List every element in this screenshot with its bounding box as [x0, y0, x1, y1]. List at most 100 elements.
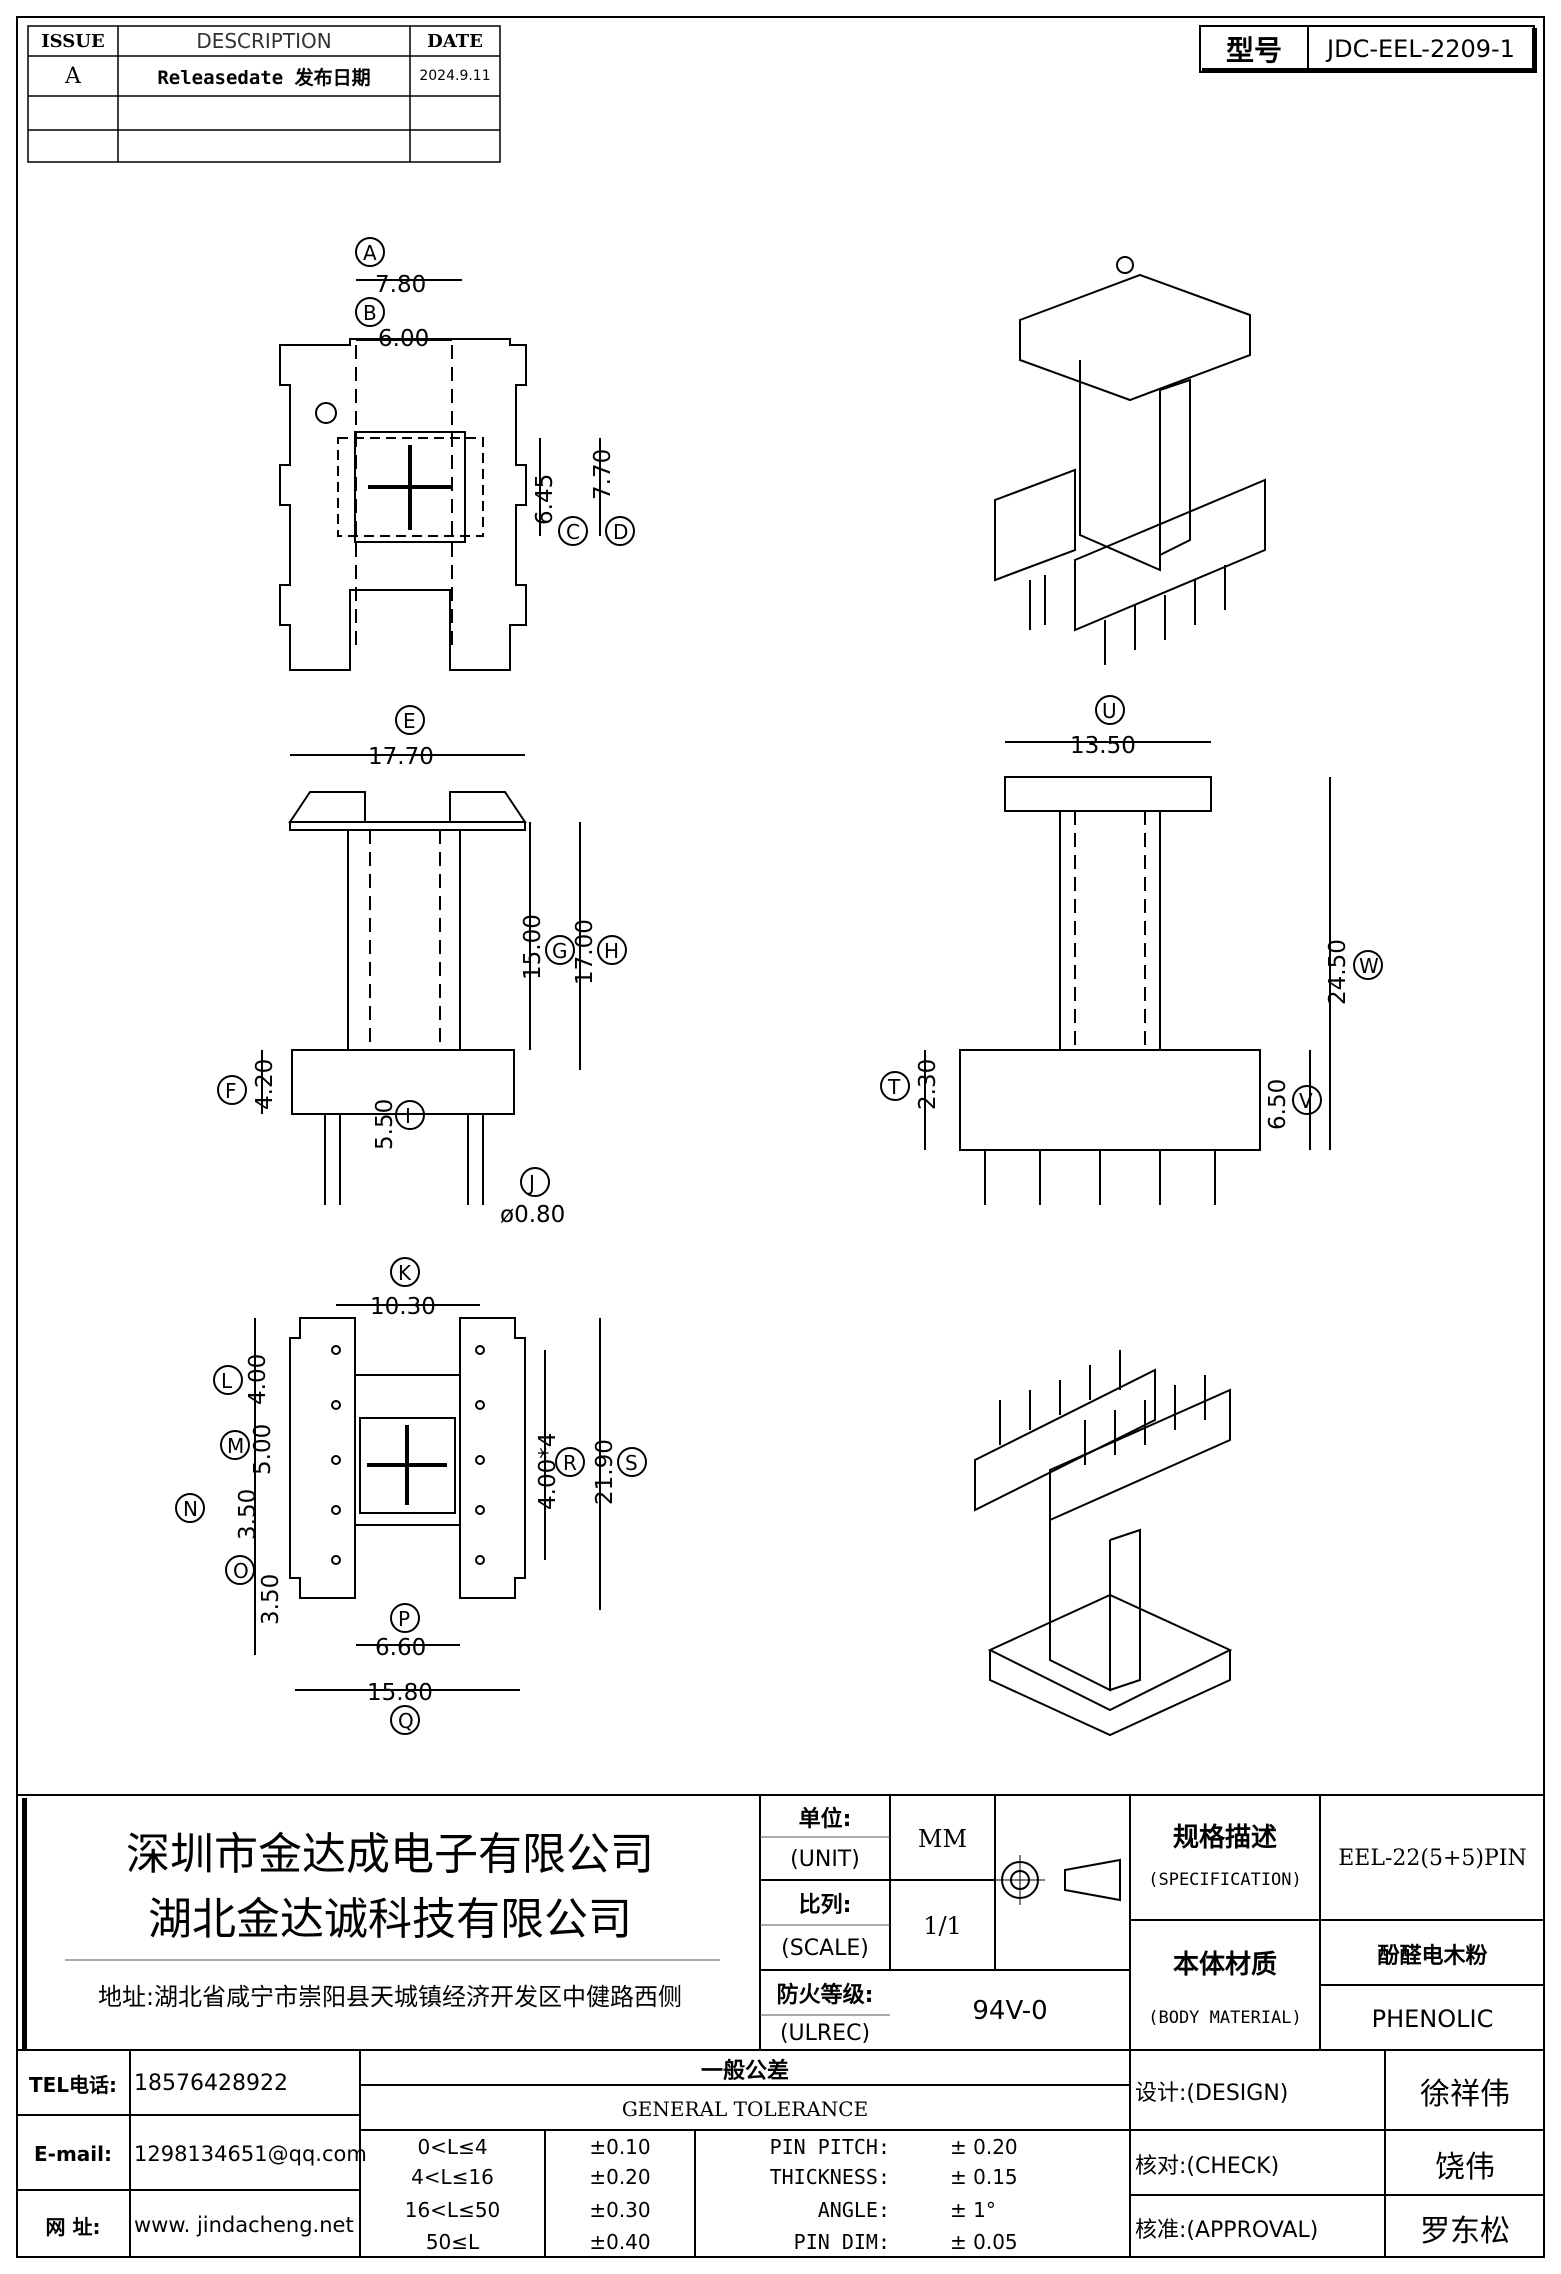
- check-name: 饶伟: [1435, 2149, 1495, 2185]
- rev-header-issue: ISSUE: [41, 30, 105, 52]
- dim-i: 5.50: [372, 1099, 398, 1150]
- dim-e-label: E: [403, 709, 416, 733]
- dim-f-label: F: [225, 1079, 237, 1103]
- dim-l: 4.00: [245, 1354, 271, 1405]
- unit-label-en: (UNIT): [790, 1846, 860, 1872]
- dim-v-label: V: [1299, 1089, 1313, 1113]
- dim-g: 15.00: [520, 914, 546, 980]
- rev-description-a: Releasedate 发布日期: [157, 66, 371, 89]
- design-label: 设计:(DESIGN): [1135, 2081, 1289, 2106]
- special-name-1: PIN PITCH:: [769, 2135, 890, 2159]
- dim-b: 6.00: [378, 326, 429, 352]
- material-label-en: (BODY MATERIAL): [1148, 2007, 1302, 2028]
- dim-s-label: S: [625, 1451, 638, 1475]
- dim-k: 10.30: [370, 1294, 436, 1320]
- special-name-4: PIN DIM:: [793, 2230, 890, 2254]
- approval-label: 核准:(APPROVAL): [1135, 2217, 1319, 2243]
- special-value-1: ± 0.20: [950, 2135, 1018, 2159]
- dim-c-label: C: [566, 520, 580, 544]
- view-top-1: [279, 237, 635, 671]
- spec-label-cn: 规格描述: [1172, 1822, 1277, 1853]
- dim-r-label: R: [563, 1451, 577, 1475]
- dim-q: 15.80: [367, 1680, 433, 1706]
- tolerance-value-2: ±0.20: [589, 2165, 651, 2189]
- tolerance-value-4: ±0.40: [589, 2230, 651, 2254]
- scale-label-en: (SCALE): [781, 1935, 869, 1961]
- tolerance-value-3: ±0.30: [589, 2198, 651, 2222]
- flame-label-cn: 防火等级:: [776, 1983, 874, 2008]
- view-bottom: [175, 1257, 647, 1735]
- web-label: 网 址:: [45, 2214, 101, 2239]
- dim-r: 4.00*4: [535, 1433, 561, 1510]
- unit-value: MM: [917, 1824, 968, 1853]
- dim-a-label: A: [363, 241, 377, 265]
- rev-header-date: DATE: [427, 30, 483, 52]
- dim-g-label: G: [552, 939, 568, 963]
- design-name: 徐祥伟: [1420, 2077, 1510, 2112]
- rev-issue-a: A: [65, 63, 81, 89]
- special-value-2: ± 0.15: [950, 2165, 1018, 2189]
- tel-value: 18576428922: [134, 2071, 288, 2096]
- dim-v: 6.50: [1265, 1079, 1291, 1130]
- dim-w-label: W: [1359, 954, 1379, 978]
- scale-label-cn: 比列:: [798, 1893, 852, 1918]
- tolerance-value-1: ±0.10: [589, 2135, 651, 2159]
- rev-header-description: DESCRIPTION: [196, 29, 332, 53]
- dim-o-label: O: [233, 1559, 249, 1583]
- dim-l-label: L: [221, 1369, 233, 1393]
- dim-b-label: B: [363, 301, 377, 325]
- dim-m-label: M: [227, 1434, 244, 1458]
- dim-t: 2.30: [915, 1059, 941, 1110]
- dim-j-label: J: [527, 1171, 535, 1195]
- dim-d-label: D: [613, 520, 628, 544]
- dim-p-label: P: [398, 1607, 410, 1631]
- dim-u: 13.50: [1070, 733, 1136, 759]
- dim-s: 21.90: [592, 1439, 618, 1505]
- drawing-frame: [16, 16, 1545, 2258]
- tolerance-range-2: 4<L≤16: [411, 2165, 494, 2189]
- model-label: 型号: [1225, 34, 1282, 67]
- web-value: www. jindacheng.net: [134, 2213, 354, 2237]
- dim-u-label: U: [1102, 699, 1117, 723]
- scale-value: 1/1: [923, 1912, 962, 1940]
- view-iso-1: [994, 256, 1266, 665]
- dim-w: 24.50: [1325, 939, 1351, 1005]
- rev-date-a: 2024.9.11: [419, 68, 491, 84]
- bottom-pin-holes-right: [475, 1345, 485, 1565]
- tolerance-range-4: 50≤L: [425, 2230, 480, 2254]
- projection-symbol: [995, 1855, 1121, 1905]
- dim-e: 17.70: [368, 744, 434, 770]
- view-iso-2: [974, 1350, 1233, 1737]
- tel-label: TEL电话:: [28, 2073, 118, 2097]
- flame-value: 94V-0: [972, 1996, 1048, 2026]
- company-name-1: 深圳市金达成电子有限公司: [126, 1829, 654, 1880]
- material-value-en: PHENOLIC: [1371, 2004, 1494, 2033]
- dim-h: 17.00: [572, 919, 598, 985]
- dim-o: 3.50: [258, 1574, 284, 1625]
- dim-a: 7.80: [375, 272, 426, 298]
- special-value-3: ± 1°: [950, 2198, 996, 2222]
- dim-j: ø0.80: [500, 1202, 565, 1228]
- tolerance-range-3: 16<L≤50: [404, 2198, 501, 2222]
- dim-d: 7.70: [590, 449, 616, 500]
- company-address: 地址:湖北省咸宁市崇阳县天城镇经济开发区中健路西侧: [97, 1982, 683, 2011]
- check-label: 核对:(CHECK): [1135, 2153, 1280, 2179]
- company-name-2: 湖北金达诚科技有限公司: [148, 1894, 632, 1945]
- dim-f: 4.20: [252, 1059, 278, 1110]
- flame-label-en: (ULREC): [779, 2020, 871, 2046]
- unit-label-cn: 单位:: [798, 1807, 852, 1832]
- tolerance-range-1: 0<L≤4: [417, 2135, 488, 2159]
- dim-h-label: H: [604, 939, 619, 963]
- tolerance-title-cn: 一般公差: [700, 2058, 789, 2084]
- spec-value: EEL-22(5+5)PIN: [1338, 1846, 1527, 1871]
- dim-q-label: Q: [398, 1709, 414, 1733]
- spec-label-en: (SPECIFICATION): [1148, 1870, 1302, 1890]
- dim-k-label: K: [398, 1261, 412, 1285]
- approval-name: 罗东松: [1420, 2213, 1510, 2249]
- email-label: E-mail:: [33, 2141, 112, 2166]
- view-side: [880, 695, 1383, 1205]
- material-value-cn: 酚醛电木粉: [1377, 1943, 1488, 1969]
- dim-c: 6.45: [532, 474, 558, 525]
